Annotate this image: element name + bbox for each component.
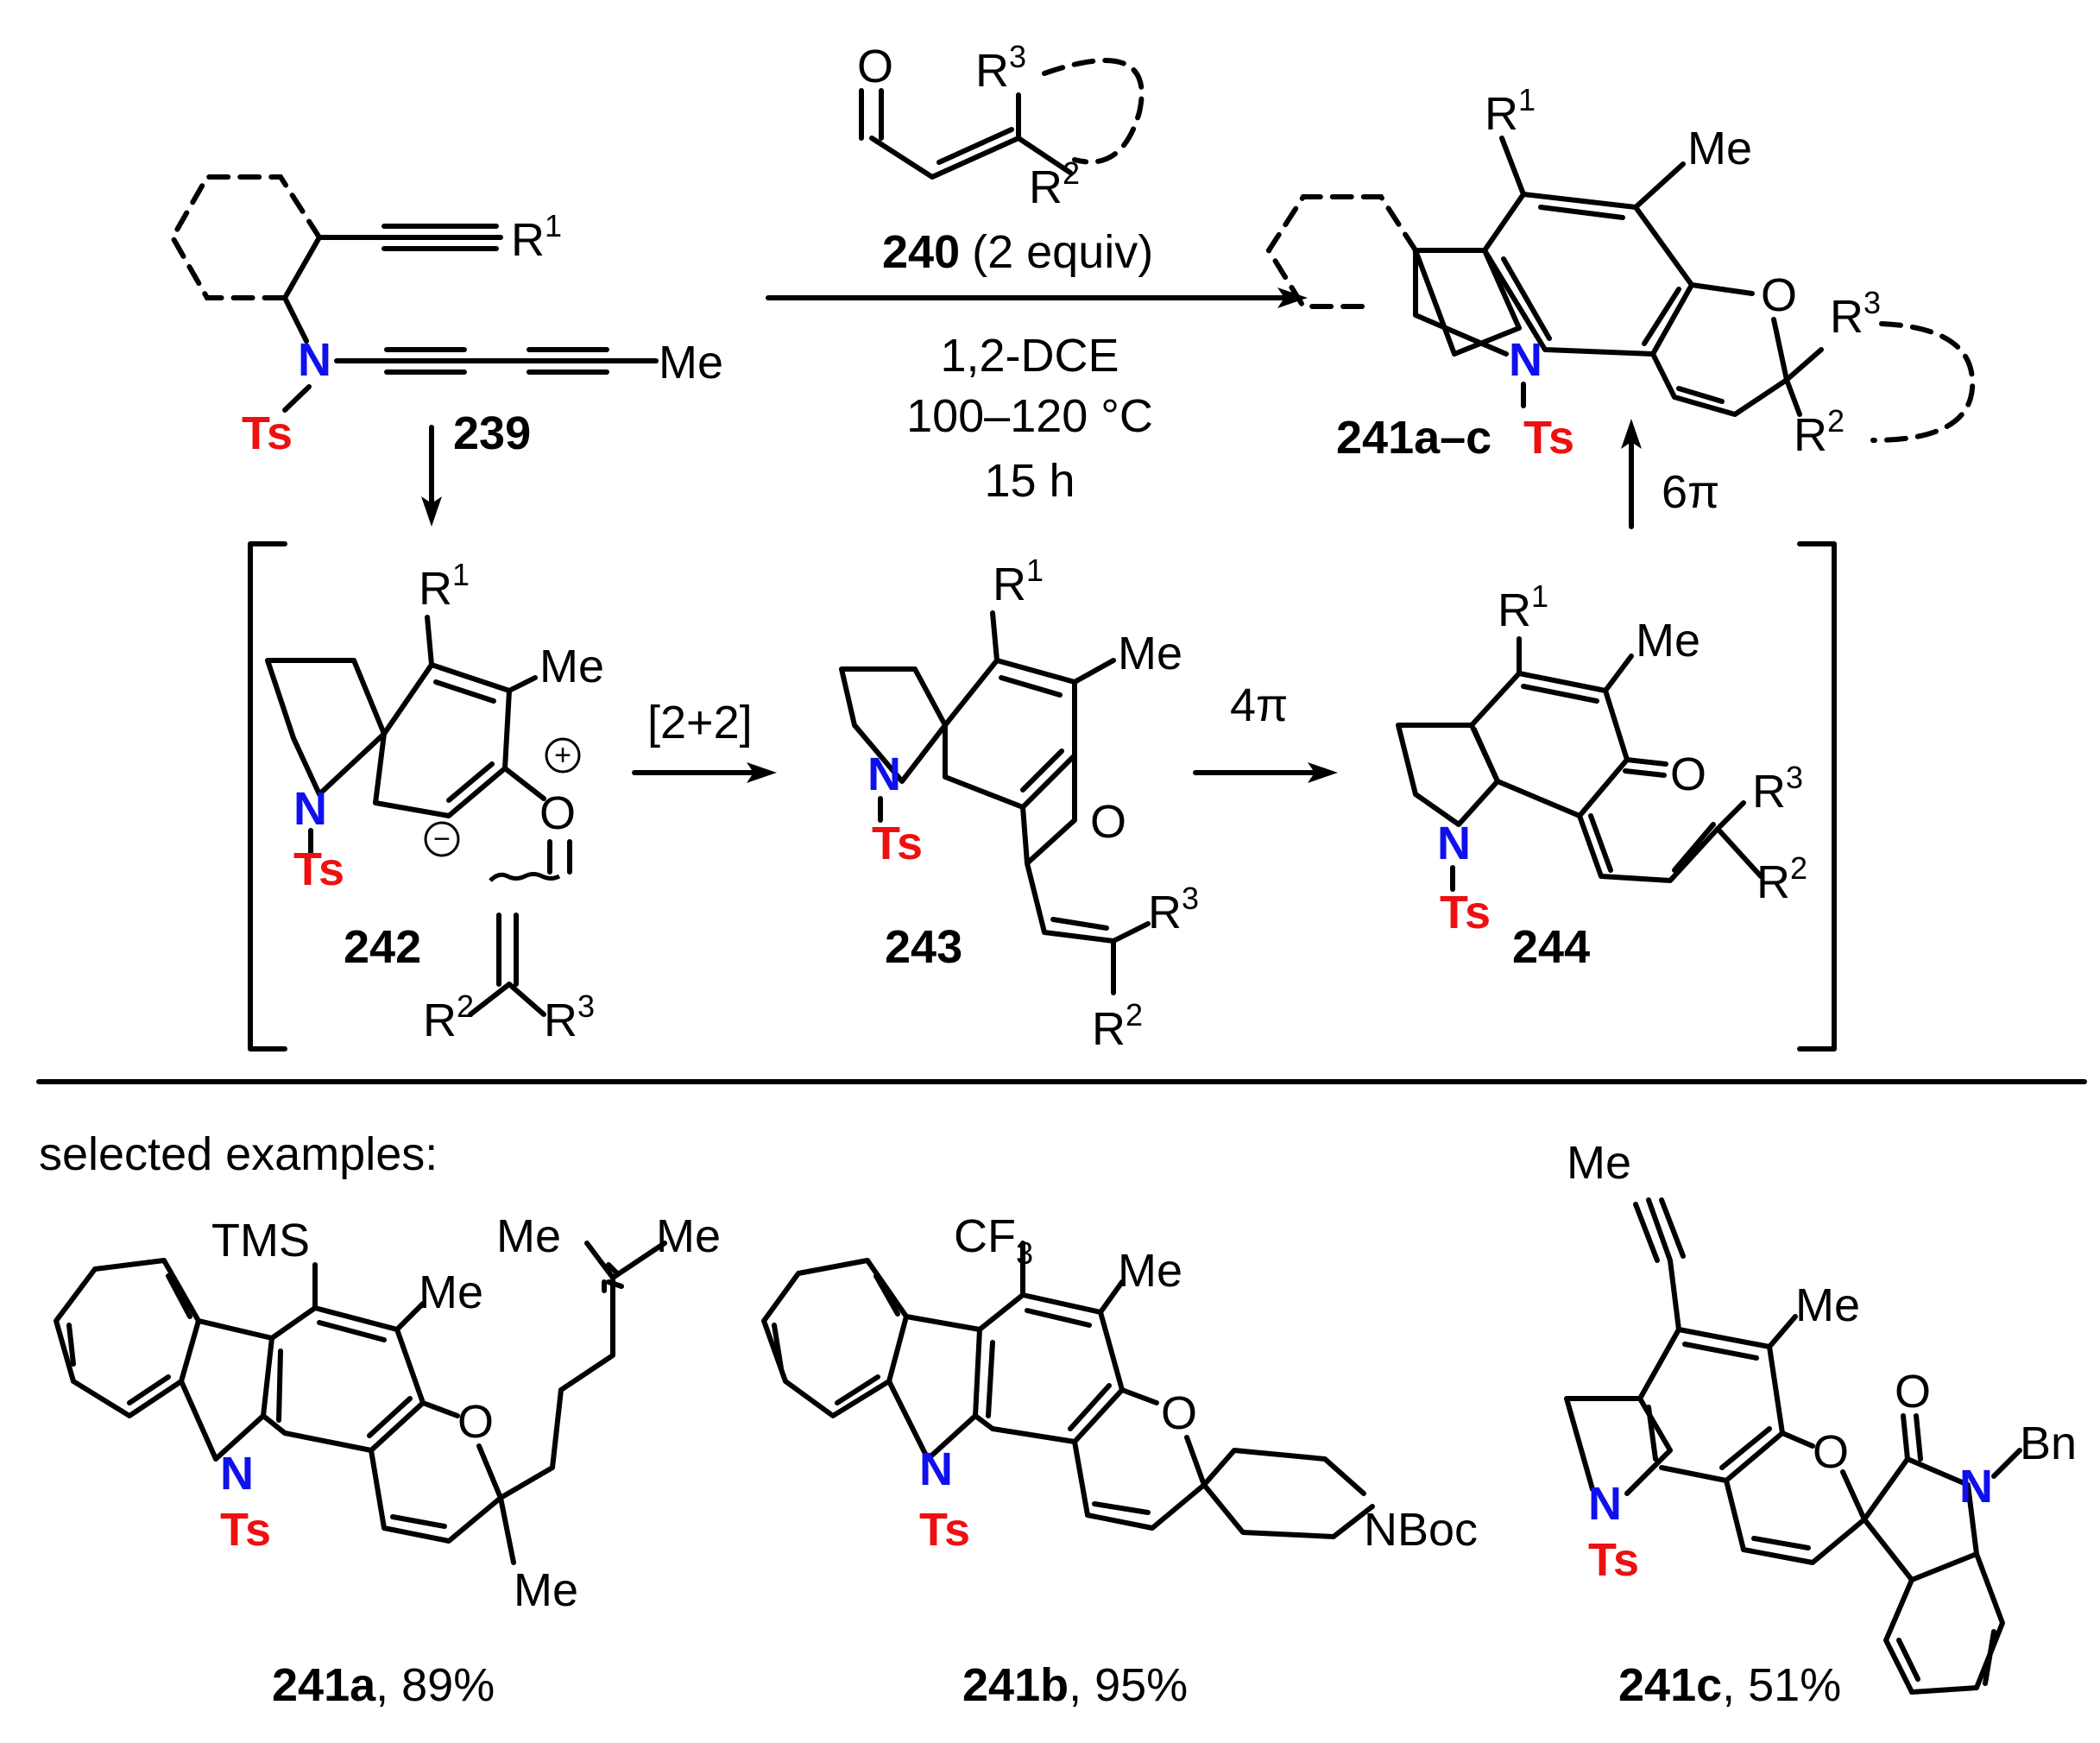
dashed-ring-241 [1265,194,1418,309]
me-label-241b: Me [1118,1245,1182,1297]
me-label-241a: Me [419,1266,483,1318]
condition-time: 15 h [984,455,1075,507]
step-2plus2-label: [2+2] [647,697,753,748]
me-label-244: Me [1636,615,1700,666]
nitrogen-243: N [867,748,901,800]
cf3-label-241b: CF3 [954,1210,1033,1271]
me-label-241c-alkyne: Me [1567,1137,1631,1189]
plus-charge-242 [545,737,581,774]
arrow-243-to-244: 4π [1193,679,1338,783]
ts-label-244: Ts [1440,887,1491,938]
nitrogen-241b: N [919,1443,953,1495]
compound-label-241: 241a–c [1336,412,1491,464]
nitrogen-239: N [298,334,331,386]
svg-text:+: + [554,739,571,772]
ts-label-241b: Ts [919,1504,970,1556]
r3-label-241: R3 [1830,285,1881,343]
example-label-241a: 241a, 89% [272,1659,495,1711]
arrow-244-to-241: 6π [1621,419,1719,529]
me-label-241c: Me [1795,1279,1860,1331]
r2-label-243: R2 [1092,997,1143,1055]
r2-label-242: R2 [423,988,474,1046]
arrow-242-to-243: [2+2] [632,697,777,783]
arrow-239-to-242 [421,425,442,527]
r3-label-242: R3 [544,988,595,1046]
ts-label-239: Ts [242,407,293,459]
nitrogen-241c-lactam: N [1959,1461,1993,1512]
compound-241a-c: R1 Me O R3 R2 N Ts 241a–c [1265,82,1976,464]
compound-239: R1 N Me Ts 239 [169,174,723,459]
compound-242: R1 Me O + − R2 R3 N Ts 242 [265,557,604,1046]
nitrogen-241: N [1509,334,1542,386]
r1-label-241: R1 [1485,82,1536,140]
main-reaction-arrow: 1,2-DCE 100–120 °C 15 h [766,287,1308,507]
nitrogen-241a: N [220,1448,254,1500]
r3-label-240: R3 [975,39,1026,97]
minus-charge-242 [424,821,460,857]
r1-label-244: R1 [1498,578,1548,636]
r2-label-240: R2 [1029,155,1080,213]
ts-label-241a: Ts [220,1504,271,1556]
left-bracket [248,541,287,1051]
r2-label-241: R2 [1794,403,1845,461]
me-label-241a-3: Me [496,1210,561,1262]
compound-label-244: 244 [1512,921,1590,973]
dashed-ring-241-spiro [1870,321,1976,443]
oxygen-243: O [1090,796,1126,848]
oxygen-242: O [539,787,576,839]
compound-label-239: 239 [453,407,531,459]
compound-243: O R1 Me R3 R2 N Ts 243 [839,553,1199,1055]
nitrogen-244: N [1437,818,1471,869]
step-4pi-label: 4π [1230,679,1288,731]
condition-temperature: 100–120 °C [906,390,1153,442]
reagent-240: O R3 R2 240(2 equiv) [857,39,1153,278]
me-label-241: Me [1687,123,1752,174]
r1-label-243: R1 [993,553,1044,610]
example-label-241b: 241b, 95% [962,1659,1188,1711]
r2-label-244: R2 [1756,850,1807,908]
dashed-ring-240 [1042,58,1145,165]
me-label-241a-2: Me [514,1564,578,1616]
oxygen-241c: O [1813,1426,1849,1478]
oxygen-241b: O [1161,1387,1197,1439]
me-label-242: Me [539,641,604,692]
ts-label-243: Ts [872,818,923,869]
r1-label-239: R1 [511,208,562,266]
examples-heading: selected examples: [39,1128,438,1180]
ts-label-242: Ts [293,843,344,895]
tms-label-241a: TMS [211,1215,310,1266]
svg-text:−: − [433,823,451,856]
aldehyde-oxygen-240: O [857,41,893,92]
me-label-241a-4: Me [656,1210,721,1262]
example-label-241c: 241c, 51% [1618,1659,1841,1711]
example-241a: TMS Me O Me Me Me N Ts 241a, 89% [54,1210,721,1711]
me-label-243: Me [1118,628,1182,679]
compound-label-242: 242 [344,921,421,973]
dashed-ring-239 [169,174,322,300]
oxygen-244: O [1670,748,1706,800]
ts-label-241c: Ts [1588,1534,1639,1586]
bn-label-241c: Bn [2020,1418,2077,1469]
carbonyl-oxygen-241c: O [1895,1366,1931,1418]
nboc-label-241b: NBoc [1364,1504,1478,1556]
ts-label-241: Ts [1523,412,1574,464]
r1-label-242: R1 [419,557,470,615]
right-bracket [1797,541,1837,1051]
step-6pi-label: 6π [1662,466,1719,518]
nitrogen-241c: N [1588,1478,1622,1530]
compound-label-243: 243 [885,921,962,973]
condition-solvent: 1,2-DCE [940,330,1119,382]
oxygen-241a: O [457,1396,494,1448]
wavy-bond-242 [489,872,561,882]
r3-label-243: R3 [1148,881,1199,938]
example-241b: CF3 Me O NBoc N Ts 241b, 95% [761,1210,1478,1711]
compound-244: O R3 R2 R1 Me N Ts 244 [1396,578,1807,973]
example-241c: Me Me O O N Bn N Ts 241c, 51% [1564,1137,2077,1711]
me-label-239: Me [659,337,723,388]
r3-label-244: R3 [1752,760,1803,818]
reagent-label-240: 240(2 equiv) [882,226,1153,278]
oxygen-241: O [1761,269,1797,321]
nitrogen-242: N [293,783,327,835]
